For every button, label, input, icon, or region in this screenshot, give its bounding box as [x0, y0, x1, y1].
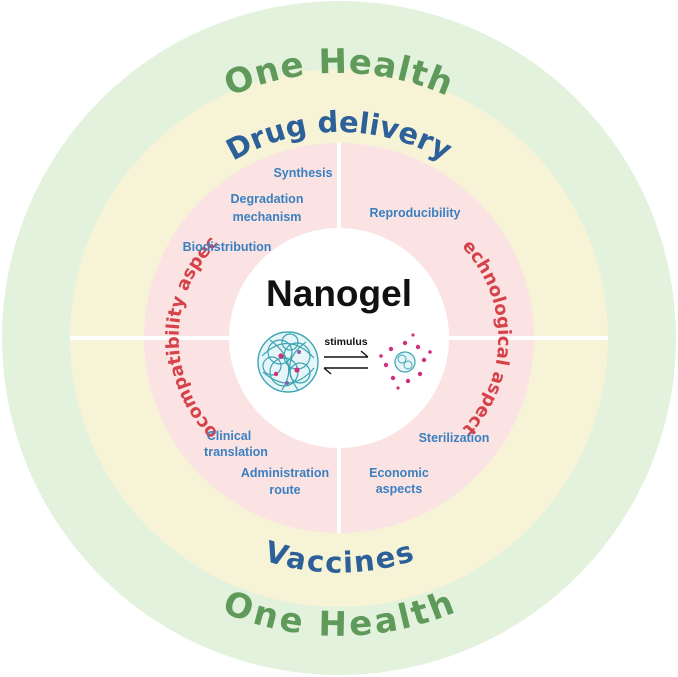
svg-text:route: route: [269, 483, 300, 497]
reproducibility-label: Reproducibility: [370, 206, 461, 220]
equilibrium-arrows-icon: [323, 350, 369, 375]
degradation-mechanism-label: Degradation mechanism: [231, 192, 304, 224]
svg-text:Clinical: Clinical: [207, 429, 251, 443]
nanogel-network-icon: [257, 331, 319, 393]
svg-text:Administration: Administration: [241, 466, 329, 480]
sterilization-label: Sterilization: [419, 431, 490, 445]
nanogel-title: Nanogel: [266, 273, 412, 314]
clinical-translation-label: Clinical translation: [204, 429, 268, 459]
released-particles-icon: [379, 333, 432, 390]
administration-route-label: Administration route: [241, 466, 329, 497]
svg-text:mechanism: mechanism: [233, 210, 302, 224]
svg-text:translation: translation: [204, 445, 268, 459]
biodistribution-label: Biodistribution: [183, 240, 272, 254]
stimulus-label: stimulus: [324, 336, 367, 348]
svg-text:aspects: aspects: [376, 482, 423, 496]
svg-text:Degradation: Degradation: [231, 192, 304, 206]
synthesis-label: Synthesis: [273, 166, 332, 180]
economic-aspects-label: Economic aspects: [369, 466, 429, 496]
center-circle: [229, 228, 449, 448]
svg-text:Economic: Economic: [369, 466, 429, 480]
